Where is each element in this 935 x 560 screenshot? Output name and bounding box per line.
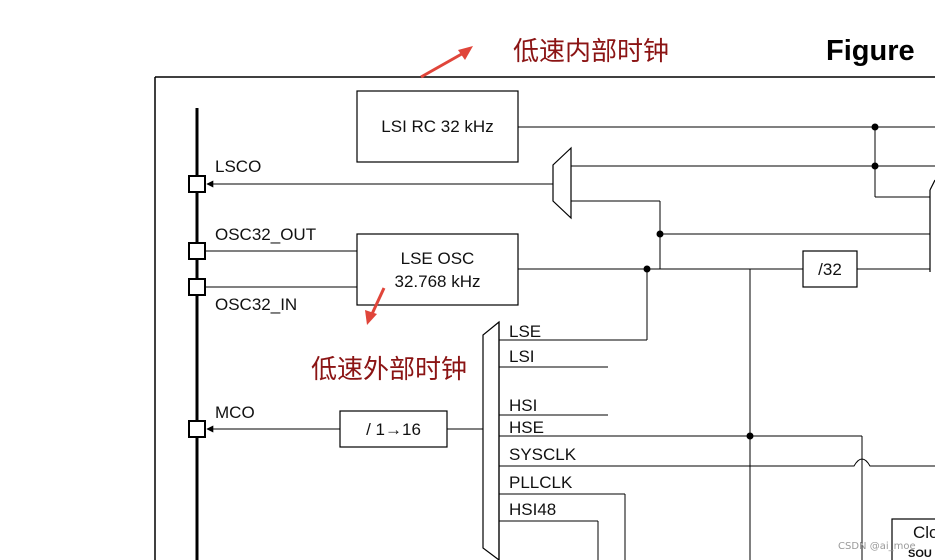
figure-title: Figure (826, 35, 915, 67)
mux-input-pllclk: PLLCLK (509, 473, 573, 492)
mco-pin (188, 420, 206, 438)
lse-osc-block (356, 233, 519, 306)
mux-input-lsi: LSI (509, 347, 535, 366)
osc32-in-pin (188, 278, 206, 296)
osc32-out-label: OSC32_OUT (215, 225, 316, 244)
lsco-pin (188, 175, 206, 193)
mux-input-hsi: HSI (509, 396, 537, 415)
right-mux-slope (929, 179, 935, 191)
div32-label: /32 (818, 260, 842, 279)
mco-div-block (339, 410, 448, 448)
clock-source-block (891, 518, 935, 560)
lsi-rc-label: LSI RC 32 kHz (381, 117, 493, 136)
watermark: CSDN @ai_moe (838, 541, 916, 552)
annotation-external-arrow (370, 287, 386, 315)
mux-input-sysclk: SYSCLK (509, 445, 577, 464)
clock-source-label: Clo (913, 523, 935, 542)
mco-div-label: / 1→16 (366, 420, 421, 439)
lsco-label: LSCO (215, 157, 261, 176)
annotation-internal-arrow (420, 49, 468, 79)
annotation-internal-arrowhead (458, 46, 473, 60)
mux-input-hse: HSE (509, 418, 544, 437)
mco-label: MCO (215, 403, 255, 422)
osc32-out-pin (188, 242, 206, 260)
mco-mux (482, 320, 500, 560)
lsi-rc-block (356, 90, 519, 163)
lse-osc-label-1: LSE OSC (401, 249, 475, 268)
annotation-external-arrowhead (365, 310, 377, 325)
annotation-external-text: 低速外部时钟 (311, 355, 467, 385)
sysclk-input-line (499, 458, 935, 467)
lse-osc-label-2: 32.768 kHz (395, 272, 481, 291)
mux-input-lse: LSE (509, 322, 541, 341)
clock-source-small-label: SOU (908, 548, 932, 560)
mux-input-hsi48: HSI48 (509, 500, 556, 519)
annotation-internal-text: 低速内部时钟 (513, 37, 669, 67)
lsco-mux (552, 146, 572, 220)
osc32-in-label: OSC32_IN (215, 295, 297, 314)
